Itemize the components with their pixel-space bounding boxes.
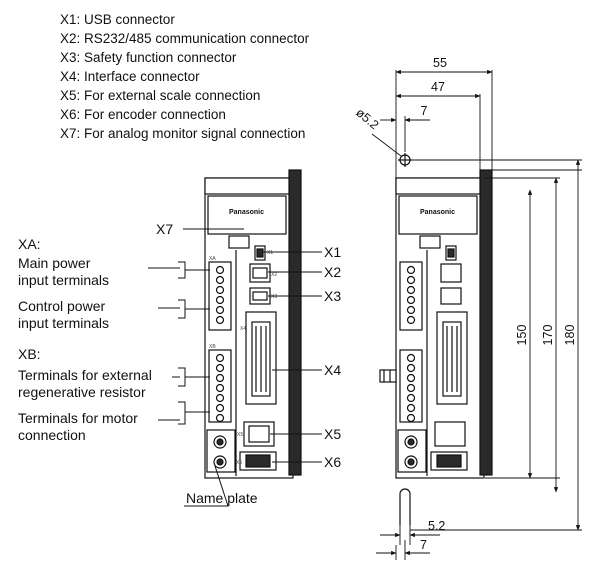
- dim-7-top: 7: [421, 104, 428, 118]
- legend-x6: X6: For encoder connection: [60, 107, 226, 122]
- label-x4: X4: [324, 362, 341, 378]
- xa-control-power-line1: Control power: [18, 298, 105, 314]
- dim-7-bottom: 7: [420, 538, 427, 552]
- label-x2: X2: [324, 264, 341, 280]
- label-x5: X5: [324, 426, 341, 442]
- dim-170: 170: [541, 325, 555, 346]
- front-view: [204, 169, 302, 479]
- xb-title: XB:: [18, 346, 41, 362]
- dim-180: 180: [563, 325, 577, 346]
- connector-legend: X1: USB connector X2: RS232/485 communic…: [60, 12, 310, 141]
- legend-x3: X3: Safety function connector: [60, 50, 237, 65]
- front-panel-label-x5: X5: [237, 432, 243, 438]
- label-x6: X6: [324, 454, 341, 470]
- dim-150: 150: [515, 325, 529, 346]
- front-panel-label-x4: X4: [240, 326, 246, 332]
- dim-hole-diameter: ø5.2: [353, 105, 381, 132]
- front-brand-logo: Panasonic: [229, 209, 264, 216]
- legend-x5: X5: For external scale connection: [60, 88, 260, 103]
- legend-x4: X4: Interface connector: [60, 69, 200, 84]
- front-panel-label-x2: X2: [271, 272, 277, 278]
- legend-x7: X7: For analog monitor signal connection: [60, 126, 305, 141]
- legend-x1: X1: USB connector: [60, 12, 175, 27]
- xa-main-power-line1: Main power: [18, 255, 91, 271]
- name-plate-label: Name plate: [186, 490, 258, 506]
- dim-47: 47: [431, 80, 445, 94]
- xa-title: XA:: [18, 236, 41, 252]
- xb-regen-line2: regenerative resistor: [18, 384, 146, 400]
- xa-main-power-line2: input terminals: [18, 272, 109, 288]
- dim-5-2: 5.2: [428, 519, 445, 533]
- side-brand-logo: Panasonic: [420, 209, 455, 216]
- dim-55: 55: [433, 56, 447, 70]
- front-panel-label-xa: XA: [209, 256, 216, 262]
- front-panel-label-x6: X6: [236, 460, 242, 466]
- front-panel-label-xb: XB: [209, 344, 216, 350]
- label-x3: X3: [324, 288, 341, 304]
- xb-motor-line2: connection: [18, 427, 86, 443]
- dimension-view: [379, 153, 493, 525]
- front-panel-label-x1: X1: [267, 250, 273, 256]
- legend-x2: X2: RS232/485 communication connector: [60, 31, 310, 46]
- label-x1: X1: [324, 244, 341, 260]
- xa-control-power-line2: input terminals: [18, 315, 109, 331]
- xb-regen-line1: Terminals for external: [18, 367, 152, 383]
- label-x7: X7: [156, 221, 173, 237]
- callout-lines: [148, 228, 322, 507]
- front-panel-label-x3: X3: [271, 294, 277, 300]
- xb-motor-line1: Terminals for motor: [18, 410, 138, 426]
- dimension-lines: [371, 69, 582, 560]
